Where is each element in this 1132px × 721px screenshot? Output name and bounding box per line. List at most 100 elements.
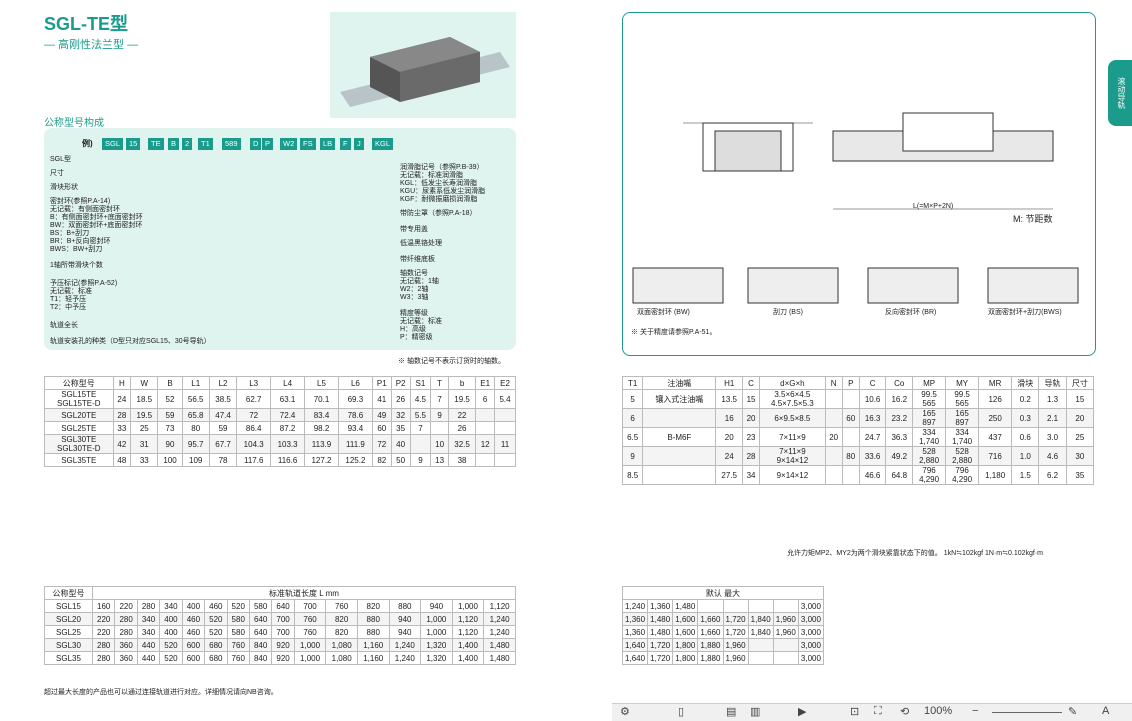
table-cell: 104.3	[236, 434, 272, 454]
table-cell	[824, 389, 843, 409]
table-cell: 26	[447, 421, 477, 435]
table-cell: 640	[248, 612, 273, 626]
table-cell: 5	[621, 389, 644, 409]
moment-note: 允许力矩MP2、MY2为两个滑块紧靠状态下的值。 1kN≒102kgf 1N·m…	[787, 550, 1044, 557]
table-cell	[772, 599, 799, 613]
table-cell: 1,480	[483, 638, 516, 652]
zoom-level[interactable]: 100%	[924, 705, 953, 717]
table-cell: 60	[371, 421, 392, 435]
table-cell: 6	[475, 389, 496, 409]
table-cell: 99.5 565	[912, 389, 947, 409]
table-cell: 820	[325, 612, 358, 626]
table-cell: SGL15	[44, 599, 93, 613]
table-cell: 127.2	[304, 453, 339, 467]
table-cell: 19.5	[447, 389, 477, 409]
table-cell: 1,800	[672, 638, 699, 652]
table-cell: 528 2,880	[912, 446, 947, 466]
structure-left-label: SGL型	[50, 156, 72, 163]
table-cell: 59	[157, 408, 183, 422]
two-page-icon[interactable]: ▥	[750, 706, 761, 718]
table-cell: 1,080	[325, 638, 358, 652]
table-cell: 83.4	[304, 408, 339, 422]
code-chip-p: P	[262, 138, 274, 150]
table-cell: 73	[157, 421, 183, 435]
table-cell: 940	[388, 625, 422, 639]
table-cell: 760	[325, 599, 358, 613]
table-cell: 165 897	[945, 408, 980, 428]
zoom-out-icon[interactable]: −	[972, 705, 979, 717]
table-header-cell: W	[130, 376, 159, 390]
code-chip-15: 15	[126, 138, 141, 150]
code-chip-589: 589	[222, 138, 241, 150]
length-formula: L(=M×P+2N)	[913, 203, 954, 210]
table-header-cell: H1	[715, 376, 744, 390]
table-cell: SGL20	[44, 612, 93, 626]
table-cell: 0.2	[1011, 389, 1040, 409]
table-cell: 400	[159, 612, 183, 626]
table-cell	[494, 453, 516, 467]
edit-icon[interactable]: ✎	[1068, 706, 1078, 718]
table-cell: 4.6	[1038, 446, 1067, 466]
table-cell: 52	[157, 389, 183, 409]
section-tab[interactable]: 滚动导轨	[1108, 60, 1132, 126]
table-cell: 62.7	[236, 389, 272, 409]
table-cell: 4.5	[409, 389, 432, 409]
table-cell: 56.5	[181, 389, 210, 409]
structure-left-label: 无记载：有侧面密封环	[50, 206, 120, 213]
table-cell: 1,960	[722, 638, 749, 652]
table-cell: 280	[91, 638, 116, 652]
table-cell: 18.5	[130, 389, 159, 409]
table-cell: 3,000	[797, 651, 825, 665]
single-page-icon[interactable]: ▯	[678, 706, 685, 718]
table-cell	[475, 453, 496, 467]
table-cell: 1,240	[388, 651, 422, 665]
table-cell: 47.4	[208, 408, 238, 422]
table-cell: 1,000	[420, 625, 453, 639]
table-cell: 3,000	[797, 599, 825, 613]
table-cell: 360	[114, 638, 138, 652]
text-icon[interactable]: A	[1102, 705, 1110, 717]
table-cell: 700	[293, 599, 327, 613]
table-cell: SGL35	[44, 651, 93, 665]
table-cell: 9	[430, 408, 449, 422]
table-cell: 880	[356, 612, 390, 626]
table-cell: 7	[430, 389, 449, 409]
table-cell: 72	[236, 408, 272, 422]
table-cell: 65.8	[181, 408, 210, 422]
table-cell: 113.9	[304, 434, 339, 454]
zoom-slider[interactable]	[992, 712, 1062, 713]
page-title: SGL-TE型	[44, 14, 128, 34]
table-cell: SGL25	[44, 625, 93, 639]
structure-left-label: 轨道全长	[50, 322, 78, 329]
table-cell: 20	[715, 427, 744, 447]
table-header-row: 默认 最大	[622, 586, 824, 600]
table-cell: 400	[181, 599, 206, 613]
table-cell: 520	[204, 612, 228, 626]
settings-icon[interactable]: ⚙	[620, 706, 630, 718]
table-cell: 22	[447, 408, 477, 422]
fit-icon[interactable]: ⊡	[850, 706, 860, 718]
table-header-cell: C	[742, 376, 761, 390]
table-cell: 24	[112, 389, 132, 409]
table-cell: 28	[112, 408, 132, 422]
rotate-icon[interactable]: ⟲	[900, 706, 910, 718]
table-cell: 6×9.5×8.5	[759, 408, 826, 428]
table-cell: 940	[388, 612, 422, 626]
page-subtitle: — 高刚性法兰型 —	[44, 39, 139, 51]
code-chip-sgl: SGL	[102, 138, 124, 150]
table-cell: 1,640	[621, 651, 649, 665]
table-cell: 72	[371, 434, 392, 454]
fullscreen-icon[interactable]: ⛶	[874, 705, 882, 717]
table-header-row: 公称型号标准轨道长度 L mm	[44, 586, 517, 600]
table-cell: 340	[136, 625, 161, 639]
table-cell: 50	[390, 453, 411, 467]
table-header-cell: L1	[181, 376, 210, 390]
structure-left-label: 予压标记(参照P.A-52)	[50, 280, 118, 287]
table-cell: 100	[157, 453, 183, 467]
table-cell: 528 2,880	[945, 446, 980, 466]
structure-left-label: BR：B+反向密封环	[50, 238, 111, 245]
play-icon[interactable]: ▶	[798, 706, 807, 718]
page-icon[interactable]: ▤	[726, 706, 737, 718]
table-header-cell: C	[858, 376, 887, 390]
